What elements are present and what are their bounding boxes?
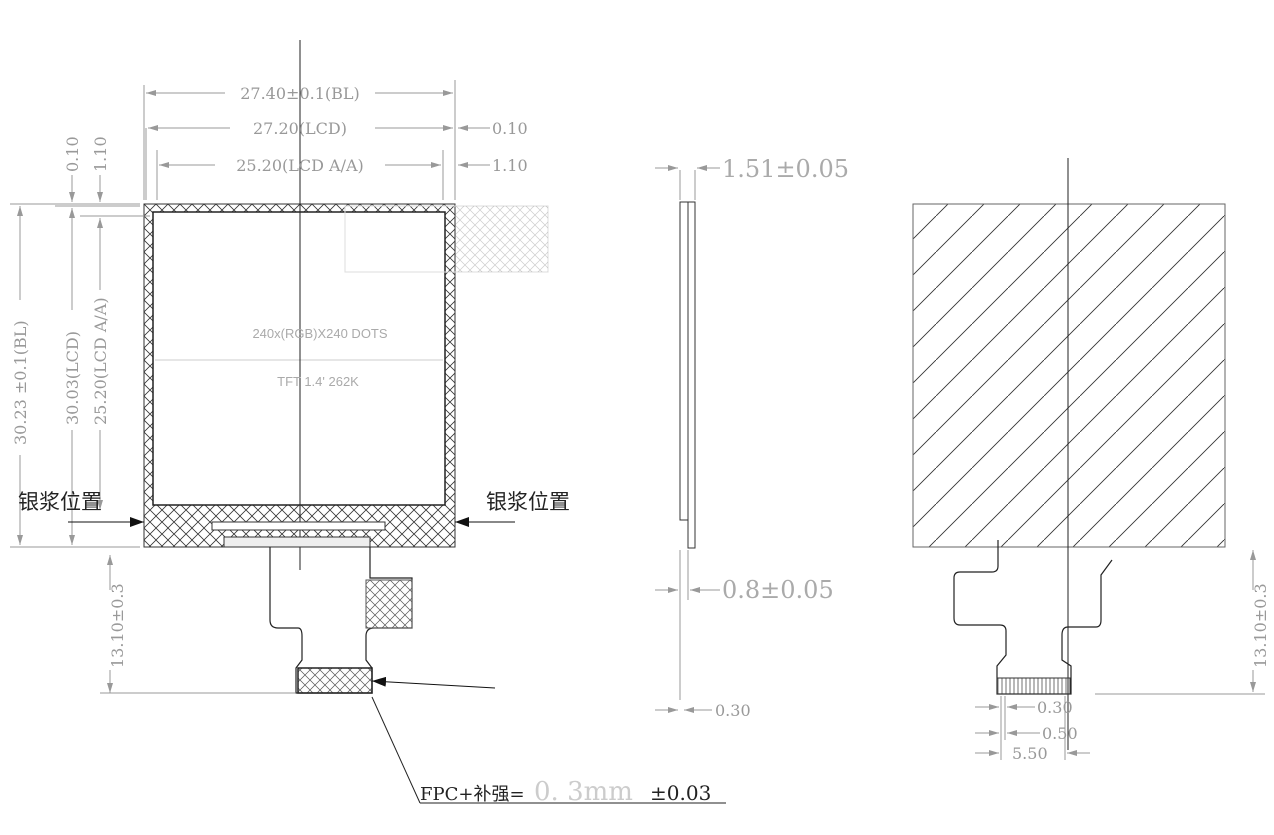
back-view: 13.10±0.3 0.30 0.50 5.50 [912, 158, 1270, 763]
stiffener [297, 667, 373, 694]
dim-pin-width: 0.30 [1037, 698, 1073, 717]
dim-lcd-height: 30.03(LCD) [63, 331, 82, 425]
dim-pitch: 0.50 [1042, 724, 1078, 743]
dim-glass: 0.8±0.05 [722, 576, 834, 604]
note-value: 0. 3mm [534, 777, 633, 807]
back-dim-fpc-length: 13.10±0.3 [1251, 583, 1270, 668]
dim-fpc-length: 13.10±0.3 [108, 583, 127, 668]
dim-right-110: 1.10 [492, 156, 528, 175]
note-prefix: FPC+补强= [420, 784, 525, 805]
dim-total: 5.50 [1012, 744, 1048, 763]
dim-top-110: 1.10 [91, 136, 110, 172]
dim-thickness: 1.51±0.05 [722, 155, 849, 183]
dim-lcd-width: 27.20(LCD) [253, 119, 347, 138]
dim-fpc: 0.30 [715, 701, 751, 720]
resolution-text: 240x(RGB)X240 DOTS [252, 326, 387, 341]
silver-paste-right-label: 银浆位置 [486, 490, 570, 514]
front-view: 240x(RGB)X240 DOTS TFT 1.4' 262K 27.40±0… [10, 40, 570, 694]
side-view: 1.51±0.05 0.8±0.05 0.30 [655, 155, 849, 720]
dim-aa-width: 25.20(LCD A/A) [236, 156, 364, 175]
dim-aa-height: 25.20(LCD A/A) [91, 297, 110, 425]
fpc-pins [996, 677, 1071, 695]
active-area [152, 211, 446, 506]
dim-right-010: 0.10 [492, 119, 528, 138]
note-tolerance: ±0.03 [650, 781, 711, 805]
dim-bl-width: 27.40±0.1(BL) [240, 84, 360, 103]
panel-text: TFT 1.4' 262K [277, 374, 359, 389]
fpc-note: FPC+补强= 0. 3mm ±0.03 [371, 696, 726, 807]
dim-bl-height: 30.23 ±0.1(BL) [11, 320, 30, 445]
dim-top-010: 0.10 [63, 136, 82, 172]
silver-paste-left-label: 银浆位置 [18, 490, 102, 514]
connector-area [365, 579, 413, 629]
